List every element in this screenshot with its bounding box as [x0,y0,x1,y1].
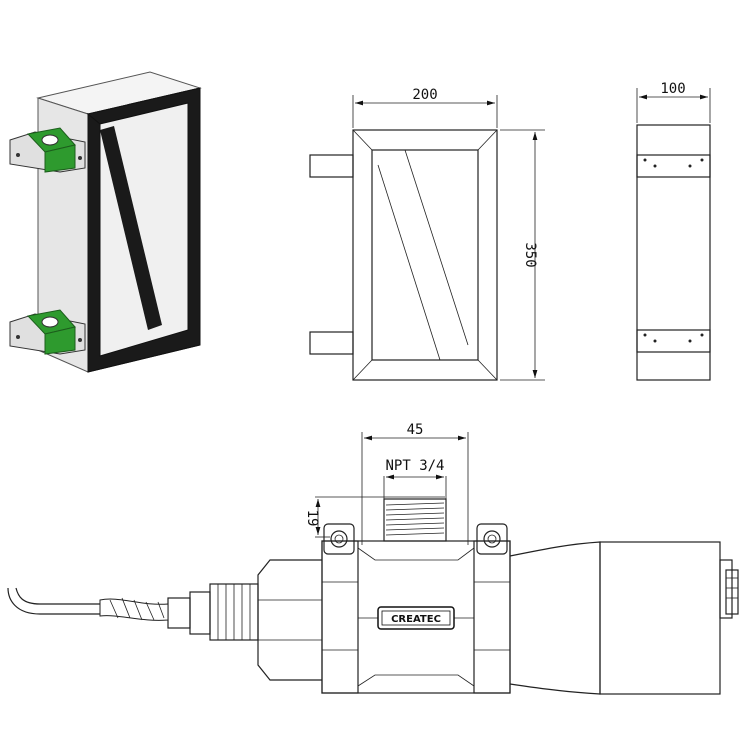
frame-inner [371,149,479,361]
thread-label: NPT 3/4 [385,458,444,474]
probe-housing [509,541,739,695]
front-view: 200 350 [309,87,545,381]
height-dimension: 350 [522,242,538,267]
createc-logo [377,606,455,630]
depth-dimension: 100 [660,81,685,97]
lower-mount-stub [309,331,354,355]
mounting-ears [323,523,508,555]
frame-outer [352,129,498,381]
threaded-port [383,498,447,542]
isometric-view [9,71,202,373]
side-view: 100 [636,81,711,381]
sensor-view: 45 NPT 3/4 19 CREATEC [7,422,739,695]
sensor-width-dimension: 45 [407,422,424,438]
width-dimension: 200 [412,87,437,103]
lower-clamp [9,309,86,355]
upper-mount-stub [309,154,354,178]
thread-height-dimension: 19 [304,510,320,527]
cable-gland [7,559,322,681]
lower-plate [636,329,711,353]
diagonal-brace [100,126,162,330]
front-frame [86,87,201,373]
upper-plate [636,154,711,178]
logo-text: CREATEC [391,614,441,625]
side-outline [636,124,711,381]
upper-clamp [9,127,86,173]
